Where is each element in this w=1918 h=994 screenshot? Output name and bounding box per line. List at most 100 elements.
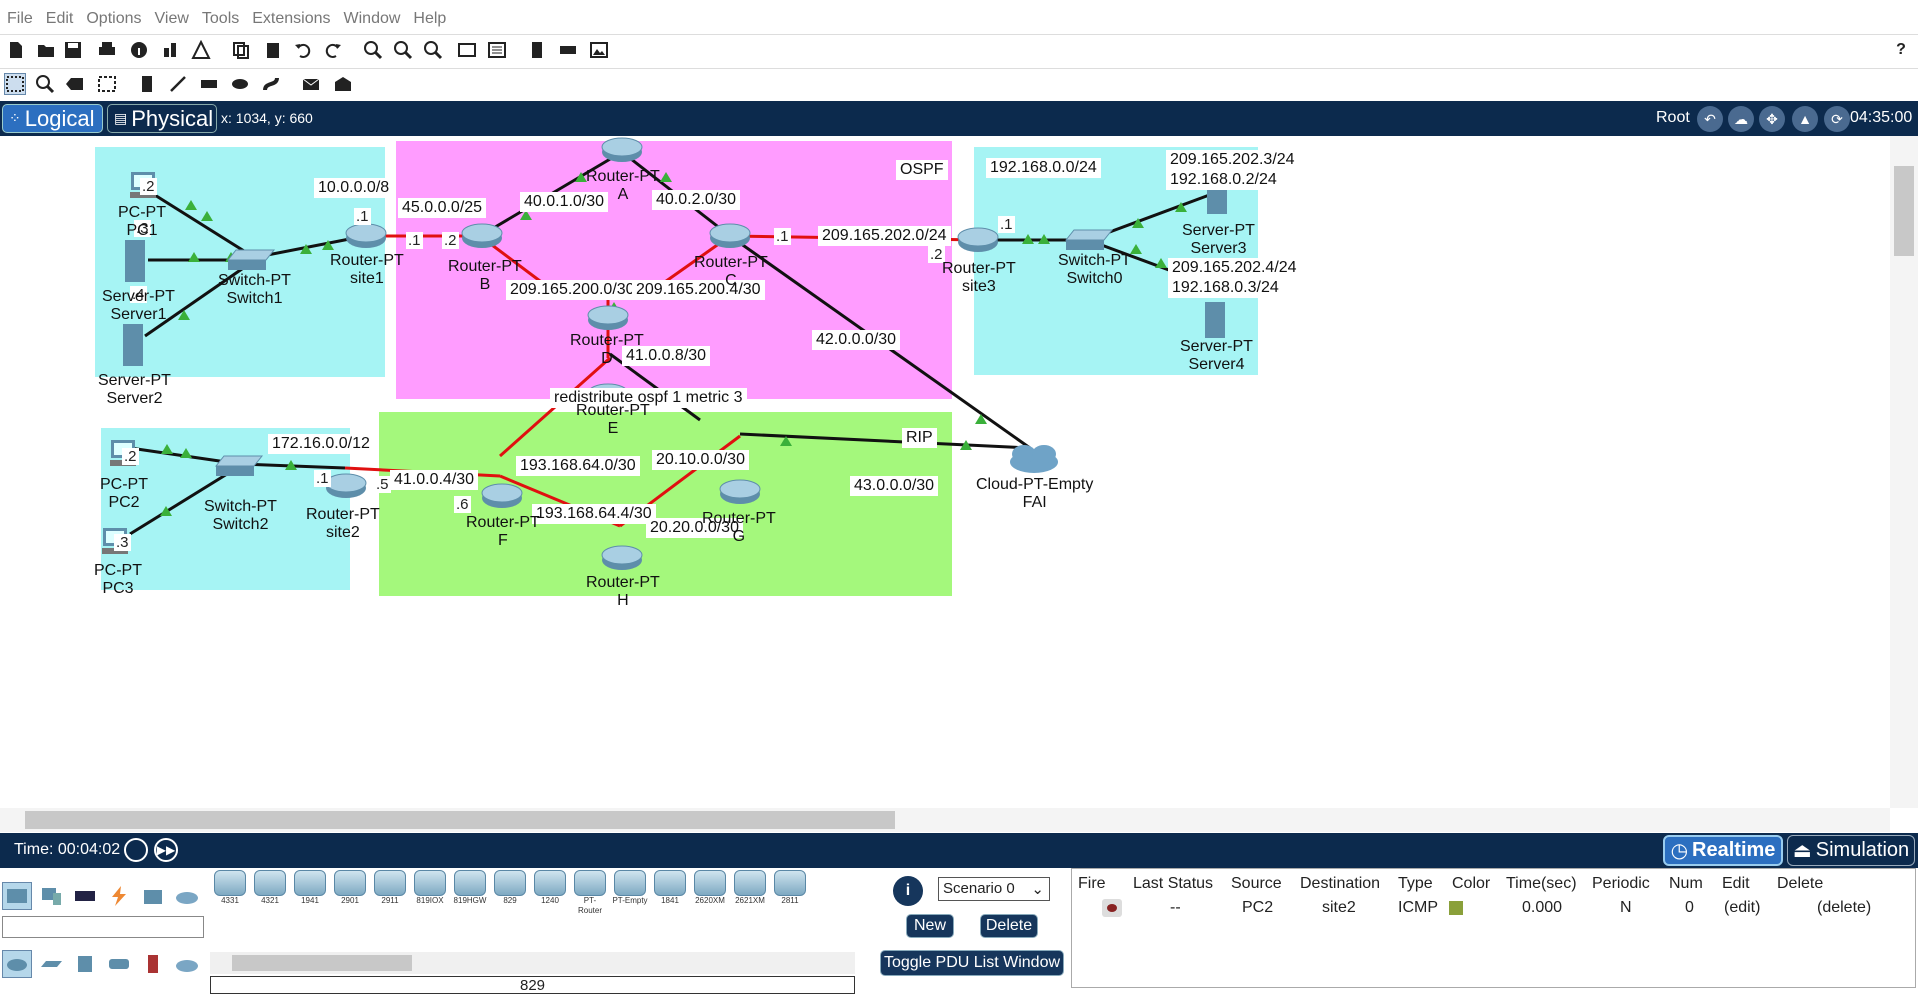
subcategory-wireless-icon[interactable] xyxy=(104,950,134,978)
add-simple-pdu-icon[interactable] xyxy=(300,73,322,95)
new-scenario-button[interactable]: New xyxy=(906,914,954,938)
label-redistribute[interactable]: redistribute ospf 1 metric 3 xyxy=(550,388,747,408)
add-complex-pdu-icon[interactable] xyxy=(332,73,354,95)
category-connections-icon[interactable] xyxy=(104,882,134,910)
model-819iox[interactable]: 819IOX xyxy=(412,870,448,908)
model-2901[interactable]: 2901 xyxy=(332,870,368,908)
category-misc-icon[interactable] xyxy=(138,882,168,910)
server4-icon[interactable] xyxy=(1202,300,1228,345)
subcategory-hubs-icon[interactable] xyxy=(70,950,100,978)
label-cloud[interactable]: Cloud-PT-Empty FAI xyxy=(976,476,1094,511)
label-172-net[interactable]: 172.16.0.0/12 xyxy=(268,434,374,454)
router-h-icon[interactable] xyxy=(600,544,644,577)
label-server1[interactable]: Server-PT Server1 xyxy=(102,288,175,323)
menu-options[interactable]: Options xyxy=(86,10,142,27)
router-g-icon[interactable] xyxy=(718,478,762,511)
hub-icon[interactable] xyxy=(557,39,579,61)
router-site1-icon[interactable] xyxy=(344,222,388,255)
menu-window[interactable]: Window xyxy=(343,10,401,27)
router-site2-icon[interactable] xyxy=(324,472,368,505)
simulation-button[interactable]: ⏏Simulation xyxy=(1787,835,1915,866)
undo-icon[interactable] xyxy=(292,39,314,61)
row-delete-link[interactable]: (delete) xyxy=(1817,899,1872,916)
label-41-8-net[interactable]: 41.0.0.8/30 xyxy=(622,346,711,366)
vertical-scrollbar[interactable] xyxy=(1890,136,1918,808)
label-server3[interactable]: Server-PT Server3 xyxy=(1182,222,1255,257)
label-pc1[interactable]: PC-PT PC1 xyxy=(118,204,166,239)
model-2621xm[interactable]: 2621XM xyxy=(732,870,768,908)
label-site1[interactable]: Router-PT site1 xyxy=(330,252,404,287)
draw-line-icon[interactable] xyxy=(167,73,189,95)
category-components-icon[interactable] xyxy=(70,882,100,910)
copy-icon[interactable] xyxy=(230,39,252,61)
label-43-net[interactable]: 43.0.0.0/30 xyxy=(850,476,939,496)
label-45-net[interactable]: 45.0.0.0/25 xyxy=(398,198,487,218)
label-40-2-net[interactable]: 40.0.2.0/30 xyxy=(652,190,741,210)
paste-icon[interactable] xyxy=(262,39,284,61)
category-end-devices-icon[interactable] xyxy=(36,882,66,910)
label-193-64-4-net[interactable]: 193.168.64.4/30 xyxy=(532,504,656,524)
label-server2[interactable]: Server-PT Server2 xyxy=(98,372,171,407)
menu-file[interactable]: File xyxy=(7,10,33,27)
zoom-out-icon[interactable] xyxy=(422,39,444,61)
draw-ellipse-icon[interactable] xyxy=(229,73,251,95)
logical-workspace[interactable]: 10.0.0.0/8 45.0.0.0/25 40.0.1.0/30 40.0.… xyxy=(0,136,1890,808)
router-f-icon[interactable] xyxy=(480,482,524,515)
router-c-icon[interactable] xyxy=(708,222,752,255)
label-router-h[interactable]: Router-PT H xyxy=(586,574,660,609)
label-router-d[interactable]: Router-PT D xyxy=(570,332,644,367)
photo-icon[interactable] xyxy=(588,39,610,61)
label-40-1-net[interactable]: 40.0.1.0/30 xyxy=(520,192,609,212)
toggle-pdu-list-button[interactable]: Toggle PDU List Window xyxy=(880,950,1064,976)
label-router-g[interactable]: Router-PT G xyxy=(702,510,776,545)
fire-icon[interactable] xyxy=(1102,899,1122,917)
label-switch1[interactable]: Switch-PT Switch1 xyxy=(218,272,291,307)
menu-view[interactable]: View xyxy=(154,10,189,27)
router-d-icon[interactable] xyxy=(586,304,630,337)
menu-tools[interactable]: Tools xyxy=(201,10,240,27)
inspect-icon[interactable] xyxy=(34,73,56,95)
label-server4-ip2[interactable]: 192.168.0.3/24 xyxy=(1168,278,1283,298)
model-1240[interactable]: 1240 xyxy=(532,870,568,908)
viewport-icon[interactable]: ⟳ xyxy=(1824,106,1850,132)
label-switch2[interactable]: Switch-PT Switch2 xyxy=(204,498,277,533)
open-folder-icon[interactable] xyxy=(35,39,57,61)
label-pc2[interactable]: PC-PT PC2 xyxy=(100,476,148,511)
model-819hgw[interactable]: 819HGW xyxy=(452,870,488,908)
link-server2-switch1[interactable] xyxy=(144,260,253,338)
cloud-icon[interactable] xyxy=(1010,445,1058,473)
save-icon[interactable] xyxy=(62,39,84,61)
label-router-f[interactable]: Router-PT F xyxy=(466,514,540,549)
model-1841[interactable]: 1841 xyxy=(652,870,688,908)
subcategory-switches-icon[interactable] xyxy=(36,950,66,978)
menu-extensions[interactable]: Extensions xyxy=(252,10,331,27)
info-button-icon[interactable]: i xyxy=(893,876,923,906)
info-icon[interactable] xyxy=(128,39,150,61)
model-2911[interactable]: 2911 xyxy=(372,870,408,908)
set-background-icon[interactable]: ▲ xyxy=(1792,106,1818,132)
label-10-net[interactable]: 10.0.0.0/8 xyxy=(314,178,394,198)
server1-icon[interactable] xyxy=(122,238,148,289)
label-192-net[interactable]: 192.168.0.0/24 xyxy=(986,158,1101,178)
fast-forward-icon[interactable]: ▶▶ xyxy=(154,838,178,862)
place-note-icon[interactable] xyxy=(136,73,158,95)
row-edit-link[interactable]: (edit) xyxy=(1724,899,1761,916)
select-icon[interactable] xyxy=(4,73,26,95)
menu-help[interactable]: Help xyxy=(413,10,447,27)
label-209-202-net[interactable]: 209.165.202.0/24 xyxy=(818,226,951,246)
new-file-icon[interactable] xyxy=(5,39,27,61)
link-pc1-switch1[interactable] xyxy=(149,190,253,258)
subcategory-wan-emulation-icon[interactable] xyxy=(172,950,202,978)
model-4331[interactable]: 4331 xyxy=(212,870,248,908)
label-site3[interactable]: Router-PT site3 xyxy=(942,260,1016,295)
label-193-64-0-net[interactable]: 193.168.64.0/30 xyxy=(516,456,640,476)
custom-device-icon[interactable] xyxy=(486,39,508,61)
label-router-c[interactable]: Router-PT C xyxy=(694,254,768,289)
draw-rectangle-icon[interactable] xyxy=(198,73,220,95)
label-209-200-0-net[interactable]: 209.165.200.0/30 xyxy=(506,280,639,300)
router-b-icon[interactable] xyxy=(460,222,504,255)
network-wizard-icon[interactable] xyxy=(160,39,182,61)
label-server4[interactable]: Server-PT Server4 xyxy=(1180,338,1253,373)
tab-physical[interactable]: ▤ Physical xyxy=(107,104,217,133)
label-router-b[interactable]: Router-PT B xyxy=(448,258,522,293)
